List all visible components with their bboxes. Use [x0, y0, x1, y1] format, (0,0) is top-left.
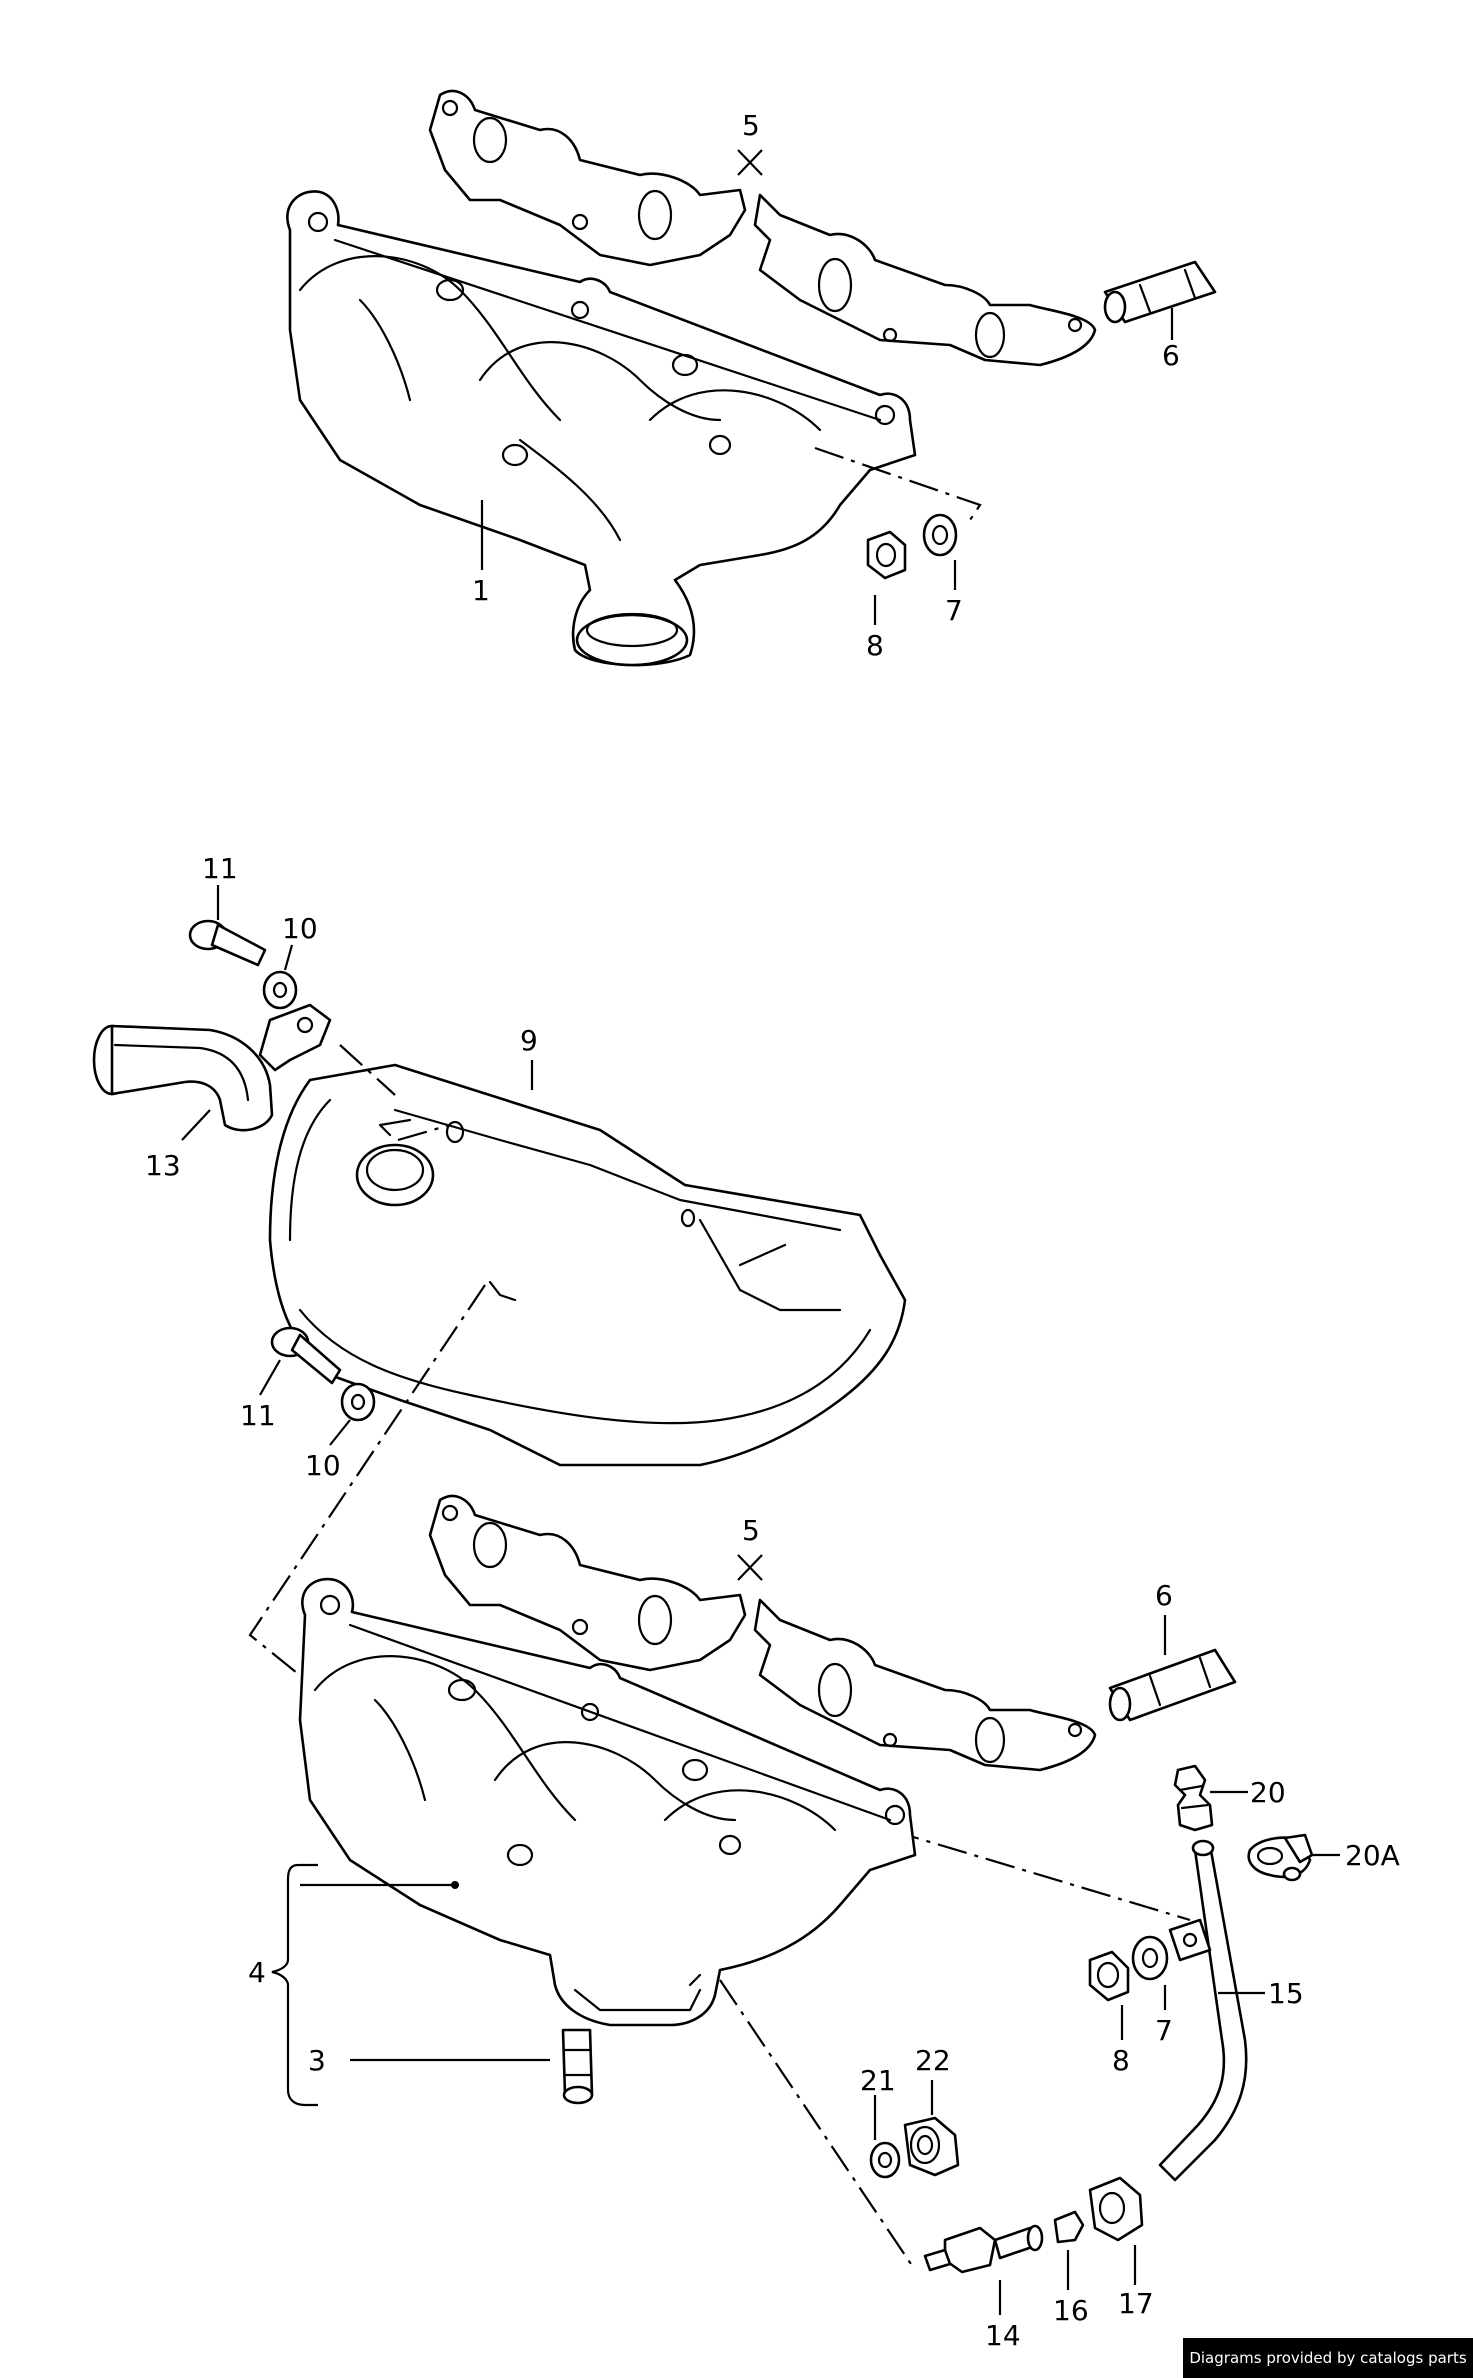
fitting-icon — [923, 2224, 1044, 2274]
washer-icon — [340, 1382, 376, 1422]
ferrule-icon — [1053, 2210, 1085, 2244]
group-bracket — [271, 1863, 318, 2107]
callout-3: 3 — [308, 2044, 326, 2077]
heat-shield-icon — [268, 1063, 907, 1467]
footer-credit: Diagrams provided by catalogs parts — [1183, 2338, 1473, 2378]
bolt-icon — [270, 1326, 342, 1385]
exhaust-manifold-icon — [298, 1577, 917, 2027]
bolt-icon — [188, 919, 267, 967]
clamp-icon — [1247, 1833, 1314, 1882]
callout-9: 9 — [520, 1024, 538, 1057]
nut-icon — [903, 2116, 960, 2177]
callout-20: 20 — [1250, 1776, 1286, 1809]
callout-11: 11 — [202, 852, 238, 885]
callout-1: 1 — [472, 574, 490, 607]
callout-8: 8 — [1112, 2044, 1130, 2077]
pipe-icon — [1158, 1839, 1248, 2182]
gasket-icon — [428, 89, 1097, 367]
callout-7: 7 — [945, 594, 963, 627]
callout-22: 22 — [915, 2044, 951, 2077]
nut-icon — [1088, 1950, 1130, 2002]
assembly-line — [814, 446, 982, 521]
callout-20a: 20A — [1345, 1839, 1400, 1872]
callout-21: 21 — [860, 2064, 896, 2097]
pipe-icon — [92, 1024, 274, 1132]
gasket-icon — [428, 1494, 1097, 1772]
stud-icon — [1108, 1648, 1237, 1722]
washer-icon — [922, 513, 958, 557]
callout-16: 16 — [1053, 2294, 1089, 2327]
callout-6: 6 — [1155, 1579, 1173, 1612]
washer-icon — [869, 2141, 901, 2179]
nut-icon — [1088, 2176, 1144, 2242]
exhaust-manifold-icon — [286, 190, 917, 667]
callout-7: 7 — [1155, 2014, 1173, 2047]
callout-11: 11 — [240, 1399, 276, 1432]
callout-6: 6 — [1162, 339, 1180, 372]
callout-10: 10 — [282, 912, 318, 945]
bracket — [258, 1003, 332, 1072]
fitting-icon — [1173, 1764, 1214, 1832]
callout-17: 17 — [1118, 2287, 1154, 2320]
callout-13: 13 — [145, 1149, 181, 1182]
callout-14: 14 — [985, 2319, 1021, 2352]
bottom-assembly: 11 10 9 13 11 10 5 6 20 20A 4 15 7 3 8 2… — [92, 852, 1400, 2352]
callout-5: 5 — [742, 1514, 760, 1547]
callout-10: 10 — [305, 1449, 341, 1482]
callout-8: 8 — [866, 629, 884, 662]
top-assembly: 5 6 1 7 8 — [286, 89, 1217, 667]
washer-icon — [262, 970, 298, 1010]
stud-icon — [1103, 260, 1217, 324]
stud-icon — [561, 2028, 594, 2105]
nut-icon — [866, 530, 907, 580]
callout-15: 15 — [1268, 1977, 1304, 2010]
callout-4: 4 — [248, 1956, 266, 1989]
callout-5: 5 — [742, 109, 760, 142]
washer-icon — [1131, 1935, 1169, 1981]
